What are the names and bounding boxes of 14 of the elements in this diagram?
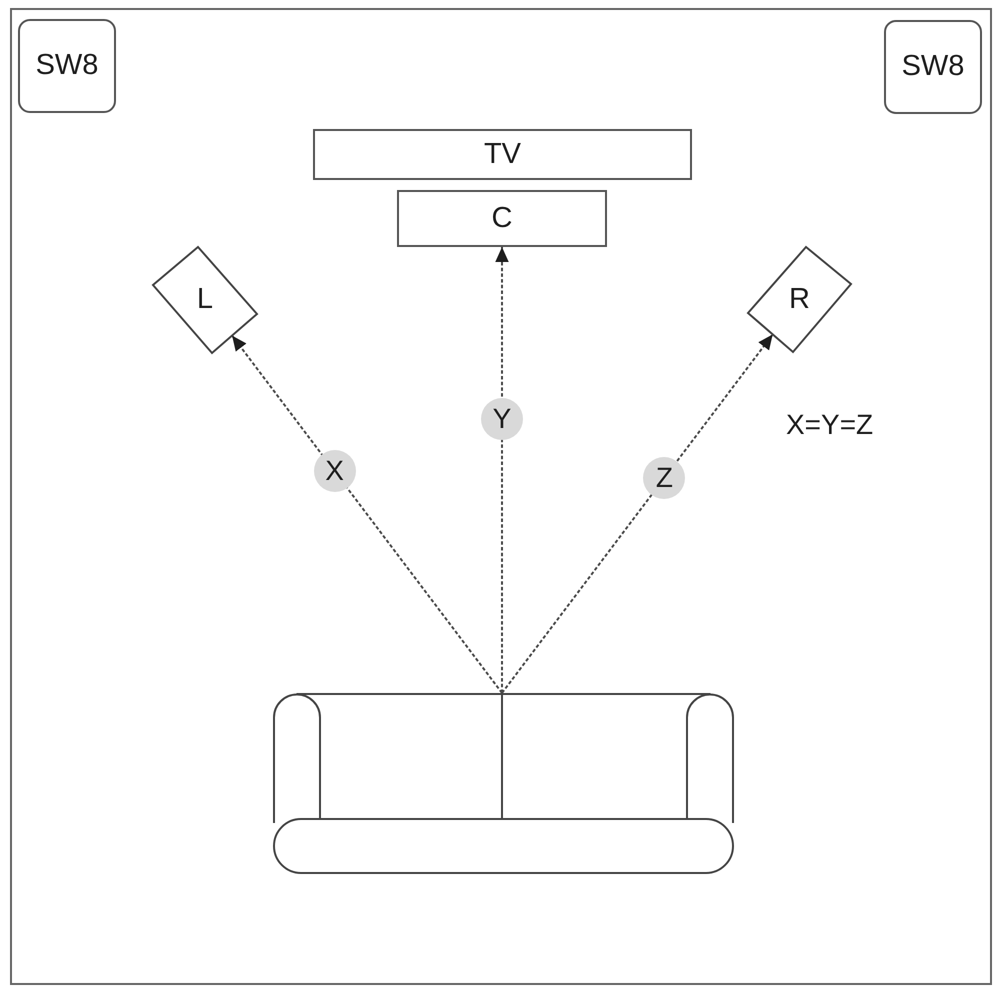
subwoofer-box: SW8 — [884, 20, 982, 114]
sofa-drawing — [273, 693, 734, 874]
speaker-box: R — [748, 247, 851, 352]
arrow — [501, 334, 774, 694]
edge-label: Y — [481, 398, 523, 440]
center-speaker-box: C — [397, 190, 607, 247]
subwoofer-box: SW8 — [18, 19, 116, 113]
equation-note: X=Y=Z — [786, 410, 874, 441]
speaker-box: L — [153, 247, 257, 353]
edge-label: Z — [643, 456, 686, 499]
tv-box: TV — [313, 129, 692, 180]
edge-label: X — [314, 450, 356, 492]
arrow — [231, 335, 503, 694]
arrow — [495, 247, 509, 693]
